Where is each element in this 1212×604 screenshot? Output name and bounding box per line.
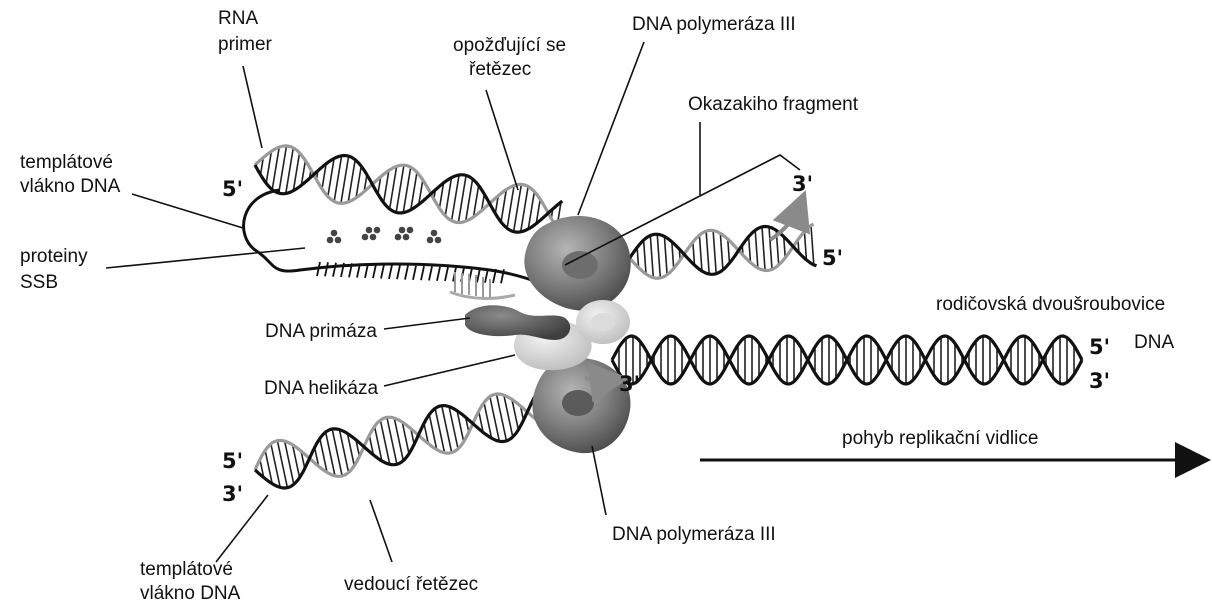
- base-pair: [699, 235, 702, 271]
- primase-label: DNA primáza: [265, 321, 377, 342]
- base-pair: [504, 395, 513, 437]
- base-pair: [328, 158, 334, 196]
- ssb-proteins: [327, 227, 442, 244]
- lagging-strand-label-line2: řetězec: [469, 59, 531, 80]
- base-pair: [521, 186, 528, 231]
- okazaki-5prime-label: 5': [822, 246, 843, 270]
- ssb-strand-tick: [421, 266, 424, 280]
- parent-helix-label-line2: DNA: [1134, 332, 1174, 353]
- base-pair: [514, 184, 522, 231]
- base-pair: [650, 236, 653, 278]
- lagging-5prime-label: 5': [222, 177, 243, 201]
- strand-b: [255, 394, 565, 476]
- ssb-label-line2: SSB: [20, 272, 58, 293]
- leader-lines: [106, 42, 800, 562]
- parent-double-helix: [612, 336, 1082, 384]
- dna-polymerase-iii-bottom: [532, 358, 630, 453]
- ssb-strand-tick: [325, 262, 328, 276]
- okazaki-fragment-label: Okazakiho fragment: [688, 94, 859, 115]
- parent-helix-label-line1: rodičovská dvoušroubovice: [936, 294, 1165, 315]
- ssb-strand-tick: [373, 264, 376, 278]
- base-pair: [445, 178, 451, 216]
- base-pair: [334, 156, 341, 202]
- helicase-label: DNA helikáza: [264, 378, 378, 399]
- base-pair: [762, 227, 765, 270]
- base-pair: [286, 148, 293, 194]
- ssb-strand-tick: [413, 266, 416, 280]
- template-bottom-label-line2: vlákno DNA: [140, 583, 241, 604]
- fork-movement-label: pohyb replikační vidlice: [842, 428, 1038, 449]
- ssb-strand-tick: [397, 265, 400, 279]
- dna-polymerase-top-label: DNA polymeráza III: [632, 14, 796, 35]
- template-bottom-label-line1: templátové: [140, 559, 233, 580]
- dna-polymerase-bottom-label: DNA polymeráza III: [612, 524, 776, 545]
- base-pair: [664, 236, 667, 274]
- leading-growth-arrow: [585, 378, 614, 380]
- leading-strand-label: vedoucí řetězec: [344, 574, 478, 595]
- base-pair: [672, 242, 674, 269]
- base-pair: [348, 160, 355, 202]
- base-pair: [279, 146, 287, 193]
- base-pair: [452, 175, 459, 221]
- base-pair: [396, 165, 404, 212]
- base-pair: [720, 233, 723, 269]
- bottom-3prime-label: 3': [222, 482, 243, 506]
- ssb-strand-tick: [381, 265, 384, 279]
- base-pair: [769, 227, 772, 269]
- ssb-strand-tick: [437, 267, 440, 281]
- base-pair: [390, 166, 397, 209]
- ssb-label-line1: proteiny: [20, 246, 88, 267]
- base-pair: [466, 179, 473, 221]
- primer-stub: [450, 272, 515, 298]
- base-pair: [458, 175, 466, 222]
- ssb-strand-tick: [429, 266, 432, 280]
- base-pair: [403, 167, 410, 212]
- parent-5prime-label: 5': [1089, 335, 1110, 359]
- ssb-strand-tick: [405, 266, 408, 280]
- base-pair: [657, 234, 660, 278]
- template-top-label-line2: vlákno DNA: [20, 176, 121, 197]
- base-pair: [411, 172, 417, 210]
- okazaki-growth-arrow: [770, 205, 800, 240]
- dna-polymerase-iii-top: [524, 216, 630, 311]
- base-pair: [449, 407, 458, 449]
- bottom-5prime-label: 5': [222, 449, 243, 473]
- base-pair: [755, 230, 758, 268]
- lagging-strand-helix: [255, 146, 562, 232]
- base-pair: [811, 226, 814, 265]
- rna-primer-label-line2: primer: [218, 34, 273, 55]
- base-pair: [272, 147, 279, 189]
- base-pair: [644, 240, 646, 274]
- ssb-strand-tick: [389, 265, 392, 279]
- base-pair: [507, 186, 514, 229]
- base-pair: [706, 231, 709, 274]
- base-pair: [749, 237, 751, 263]
- rna-primer-label-line1: RNA: [218, 8, 258, 29]
- okazaki-3prime-label: 3': [792, 172, 813, 196]
- ssb-strand-tick: [445, 267, 448, 281]
- base-pair: [713, 231, 716, 274]
- center-3prime-label: 3': [619, 372, 640, 396]
- base-pair: [293, 153, 299, 191]
- ssb-strand-tick: [333, 263, 336, 277]
- base-pair: [341, 156, 349, 203]
- base-pair: [528, 192, 534, 229]
- ssb-strand-tick: [477, 268, 480, 282]
- lagging-strand-label-line1: opožďující se: [453, 35, 566, 56]
- base-pair: [804, 231, 806, 259]
- parent-3prime-label: 3': [1089, 369, 1110, 393]
- template-top-label-line1: templátové: [20, 152, 113, 173]
